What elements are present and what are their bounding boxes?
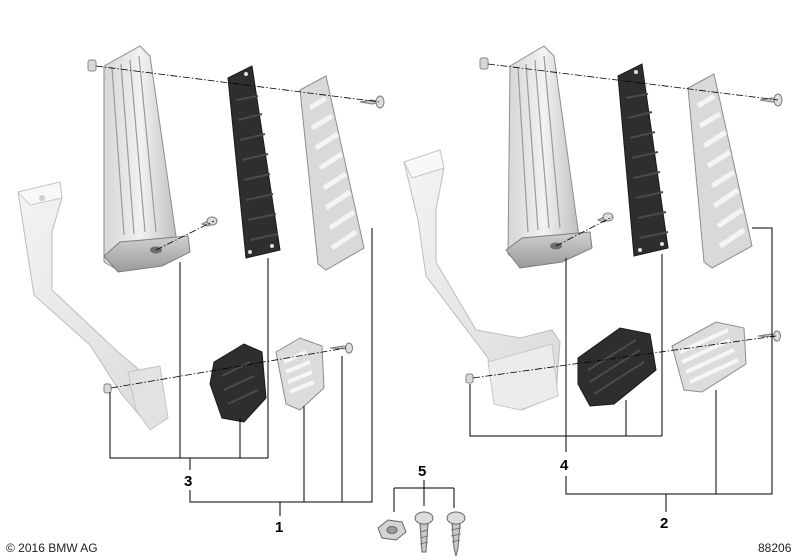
screw-top-right-b [759, 93, 783, 107]
axis-line-right-base [555, 216, 613, 247]
screw-brake-right-a [465, 373, 474, 384]
torx-screw [414, 511, 434, 553]
self-tapping-screw [446, 511, 466, 557]
screw-brake-right-b [757, 330, 781, 342]
copyright-text: © 2016 BMW AG [6, 541, 98, 555]
screw-top-right-left-group [359, 95, 385, 109]
axis-line-left-top [95, 65, 381, 103]
rubber-pad-accelerator-right [617, 63, 669, 257]
hex-nut [377, 519, 407, 541]
accelerator-pedal-left [103, 45, 191, 273]
cover-plate-brake-left [275, 337, 325, 411]
rubber-pad-brake-right [577, 327, 657, 407]
callout-2: 2 [660, 515, 668, 532]
callout-4: 4 [560, 457, 569, 474]
axis-line-right-brake [472, 335, 777, 379]
screw-top-left [87, 59, 97, 72]
rubber-pad-accelerator-left [227, 65, 281, 259]
hardware-set: 5 [377, 463, 466, 557]
rubber-pad-brake-left [209, 343, 267, 423]
cover-plate-brake-right [671, 321, 747, 393]
leader-group-2 [565, 227, 773, 512]
cover-plate-accelerator-left [299, 75, 365, 271]
accelerator-pedal-right [505, 45, 593, 269]
leader-group-4 [469, 254, 663, 452]
screw-accelerator-base-right [596, 212, 614, 223]
leader-group-1 [189, 228, 373, 516]
screw-brake-left-b [329, 342, 353, 354]
axis-line-left-base [155, 220, 215, 251]
screw-top-right-a [479, 57, 489, 70]
diagram-number: 88206 [758, 541, 792, 555]
right-assembly: 4 2 [403, 45, 783, 532]
cover-plate-accelerator-right [687, 73, 753, 269]
callout-1: 1 [275, 519, 283, 536]
axis-line-left-brake [110, 347, 347, 389]
left-assembly: 3 1 [17, 45, 385, 536]
axis-line-right-top [487, 63, 779, 101]
screw-brake-left-a [103, 383, 112, 394]
brake-pedal-arm-left [17, 181, 169, 431]
leader-group-3 [109, 258, 269, 470]
leader-group-5 [393, 480, 455, 512]
screw-accelerator-base-left [200, 216, 218, 227]
callout-3: 3 [184, 473, 192, 490]
callout-5: 5 [418, 463, 426, 480]
brake-pedal-arm-right [403, 149, 561, 411]
